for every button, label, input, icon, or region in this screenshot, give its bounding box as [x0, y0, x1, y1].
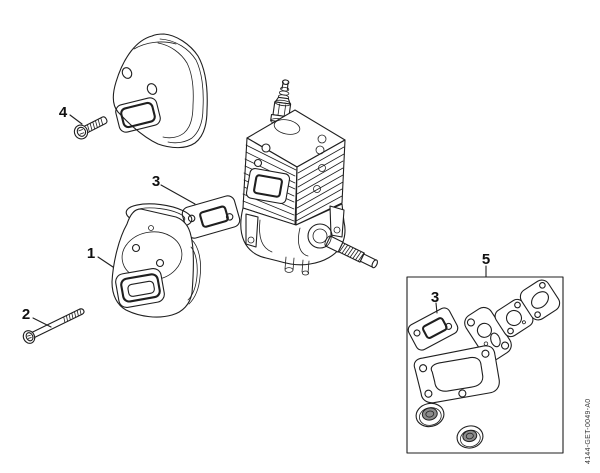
- exhaust-gasket: [181, 195, 241, 239]
- cover-hole-2: [146, 83, 158, 95]
- muffler-flange-bolt-hole: [148, 225, 154, 231]
- muffler-rim-right-outer: [188, 239, 201, 305]
- leader-line-3: [160, 184, 196, 205]
- kit-box-frame: [406, 276, 564, 454]
- carburetor-spacer: [464, 306, 512, 362]
- crankshaft: [324, 235, 378, 269]
- side-boss-2: [318, 164, 326, 172]
- cover-panel: [115, 97, 161, 133]
- crankshaft-threads: [338, 243, 365, 262]
- long-screw-shank: [31, 308, 85, 338]
- crankcase: [240, 203, 346, 276]
- long-screw-threads: [63, 308, 82, 323]
- callout-4: 4: [59, 104, 68, 121]
- cover-top-lip: [133, 41, 177, 50]
- kit-exhaust-gasket: [407, 307, 459, 351]
- callout-3: 3: [152, 173, 160, 190]
- oil-seal-2: [456, 425, 484, 449]
- leader-line-1: [97, 256, 114, 268]
- callout-1: 1: [87, 245, 95, 262]
- short-screw: [73, 116, 108, 140]
- muffler-cover: [112, 33, 208, 149]
- callout-2: 2: [22, 306, 30, 323]
- muffler-outlet: [115, 267, 165, 309]
- crank-bearing-hub: [307, 223, 333, 249]
- engine-cylinder-assembly: [240, 79, 378, 276]
- spark-plug-boss: [273, 119, 301, 135]
- side-boss-1: [315, 145, 325, 155]
- side-boss-3: [313, 185, 321, 193]
- top-bolt-boss: [317, 134, 327, 144]
- muffler-mount-flange: [245, 167, 291, 205]
- callout-3-kit: 3: [431, 289, 439, 306]
- muffler: [111, 203, 201, 318]
- long-screw: [22, 308, 85, 344]
- leader-line-3-kit: [435, 302, 438, 314]
- cover-rim-inner: [157, 42, 194, 139]
- leader-line-4: [69, 114, 83, 125]
- muffler-hole-2: [155, 258, 165, 268]
- mount-stud-1: [261, 143, 271, 153]
- short-screw-shank: [83, 116, 108, 134]
- cover-hole-1: [121, 67, 133, 79]
- exhaust-gasket-hole-1: [187, 214, 196, 223]
- cylinder-base-gasket: [413, 345, 500, 404]
- callout-5: 5: [482, 251, 490, 268]
- oil-seal-1: [415, 402, 445, 428]
- cooling-fins-right: [295, 146, 345, 222]
- callouts: 1 2 3 4 5 3: [22, 104, 490, 328]
- leader-line-2: [32, 317, 52, 328]
- drawing-number: 4144-GET-0049-A0: [585, 398, 592, 464]
- muffler-rim-right-inner: [187, 246, 198, 301]
- mount-stud-2: [253, 158, 263, 168]
- muffler-cover-shell: [112, 33, 208, 149]
- short-screw-threads: [87, 117, 104, 132]
- cylinder-right-face: [295, 139, 346, 226]
- exhaust-gasket-hole-2: [225, 213, 234, 221]
- muffler-hole-1: [131, 243, 141, 253]
- intake-gasket: [519, 279, 561, 321]
- gasket-kit-box: [406, 276, 564, 454]
- exhaust-gasket-opening: [199, 205, 229, 228]
- cover-rim-outer: [159, 38, 204, 144]
